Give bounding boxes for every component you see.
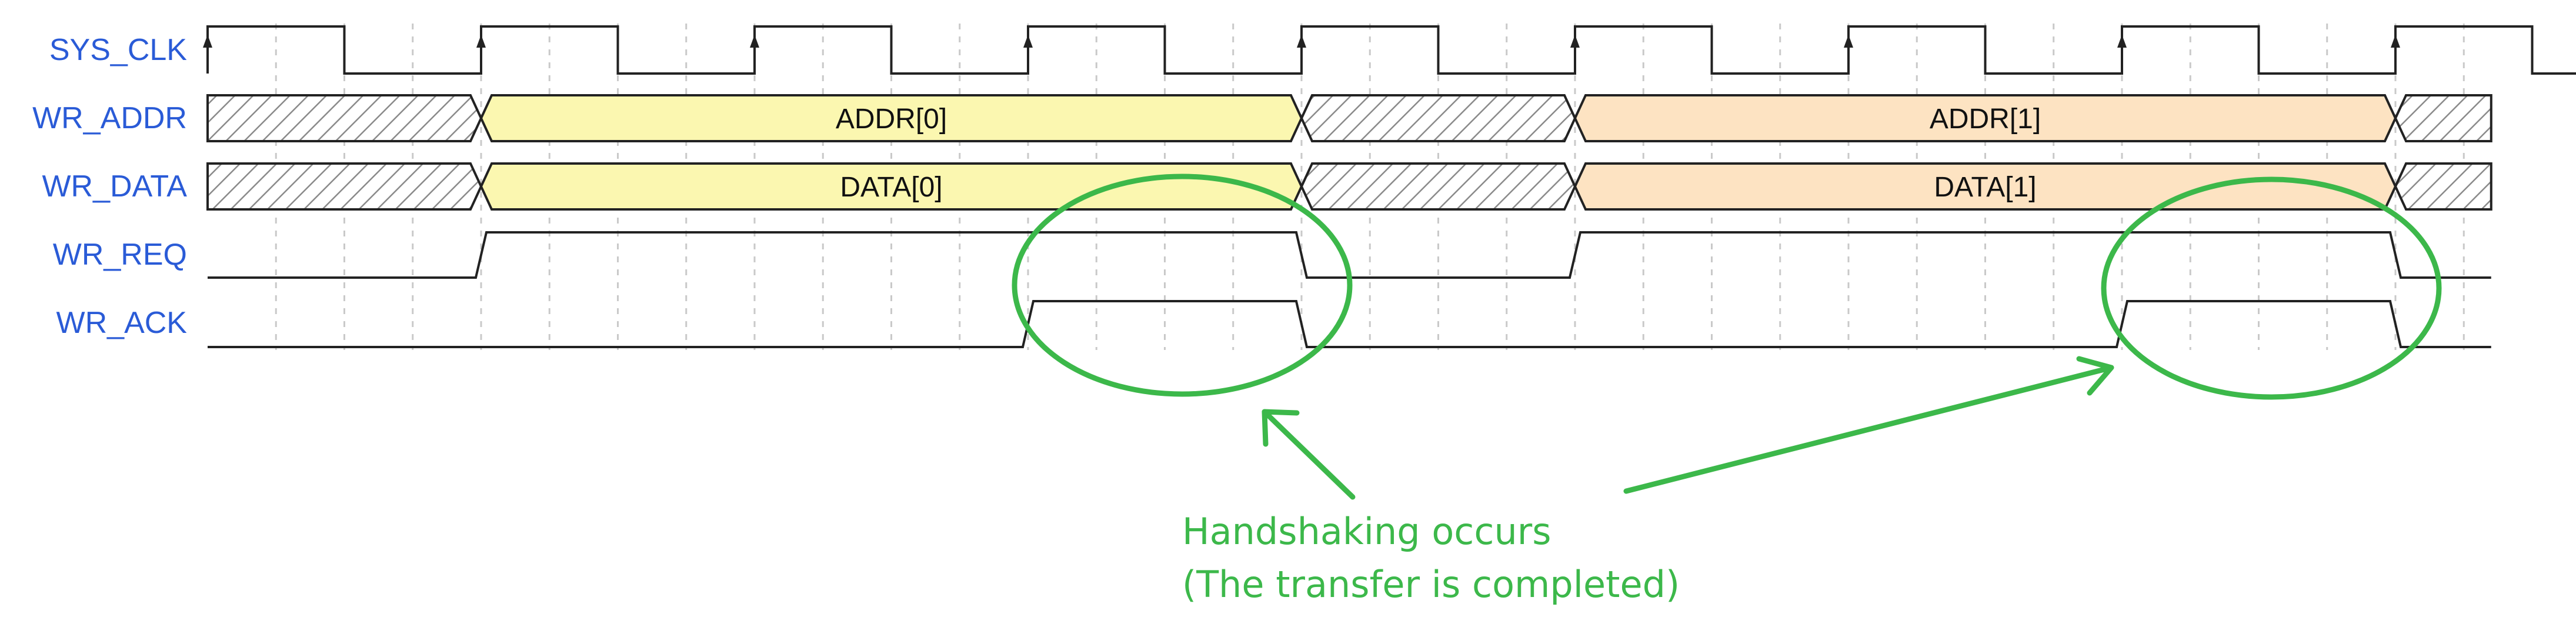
annotation-title: Handshaking occurs	[1182, 510, 1551, 553]
bus-waveforms: ADDR[0] ADDR[1] DATA[0] DATA[1]	[206, 94, 2492, 211]
annotation-arrow-1	[1262, 409, 1356, 500]
clock-edge-arrow	[2117, 35, 2127, 48]
handshake-circle-2	[2101, 176, 2442, 400]
clock-edge-arrow	[476, 35, 486, 48]
bus-segment-undefined	[2394, 94, 2492, 142]
handshake-annotation: Handshaking occurs (The transfer is comp…	[1012, 174, 2442, 606]
clock-edge-arrow	[750, 35, 759, 48]
wr-req-wave	[208, 231, 2491, 279]
annotation-subtitle: (The transfer is completed)	[1182, 563, 1680, 606]
handshake-circle-1	[1012, 174, 1353, 397]
signal-label-sys-clk: SYS_CLK	[49, 33, 187, 67]
clock-edge-arrow	[1297, 35, 1306, 48]
clock-edge-arrow	[1023, 35, 1033, 48]
clock-wave	[206, 25, 2576, 75]
bus-value-label: ADDR[0]	[836, 104, 947, 135]
clock-edge-arrow	[2391, 35, 2400, 48]
signal-label-wr-data: WR_DATA	[42, 169, 187, 204]
timing-grid	[275, 24, 2465, 350]
annotation-arrow-2	[1623, 356, 2114, 494]
clock-waveform	[203, 25, 2576, 75]
clock-edge-arrow	[1570, 35, 1580, 48]
bus-value-label: DATA[1]	[1934, 172, 2036, 203]
signal-label-wr-req: WR_REQ	[53, 238, 187, 272]
signal-labels: SYS_CLK WR_ADDR WR_DATA WR_REQ WR_ACK	[32, 33, 187, 340]
clock-edge-arrow	[1844, 35, 1853, 48]
signal-label-wr-addr: WR_ADDR	[32, 101, 187, 135]
bus-segment-undefined	[206, 162, 483, 211]
bus-segment-undefined	[1300, 162, 1577, 211]
bus-segment-undefined	[206, 94, 483, 142]
bus-segment-undefined	[1300, 94, 1577, 142]
signal-label-wr-ack: WR_ACK	[56, 306, 188, 340]
bus-segment-undefined	[2394, 162, 2492, 211]
bus-value-label: DATA[0]	[840, 172, 942, 203]
bus-value-label: ADDR[1]	[1930, 104, 2041, 135]
clock-edge-arrow	[203, 35, 212, 48]
